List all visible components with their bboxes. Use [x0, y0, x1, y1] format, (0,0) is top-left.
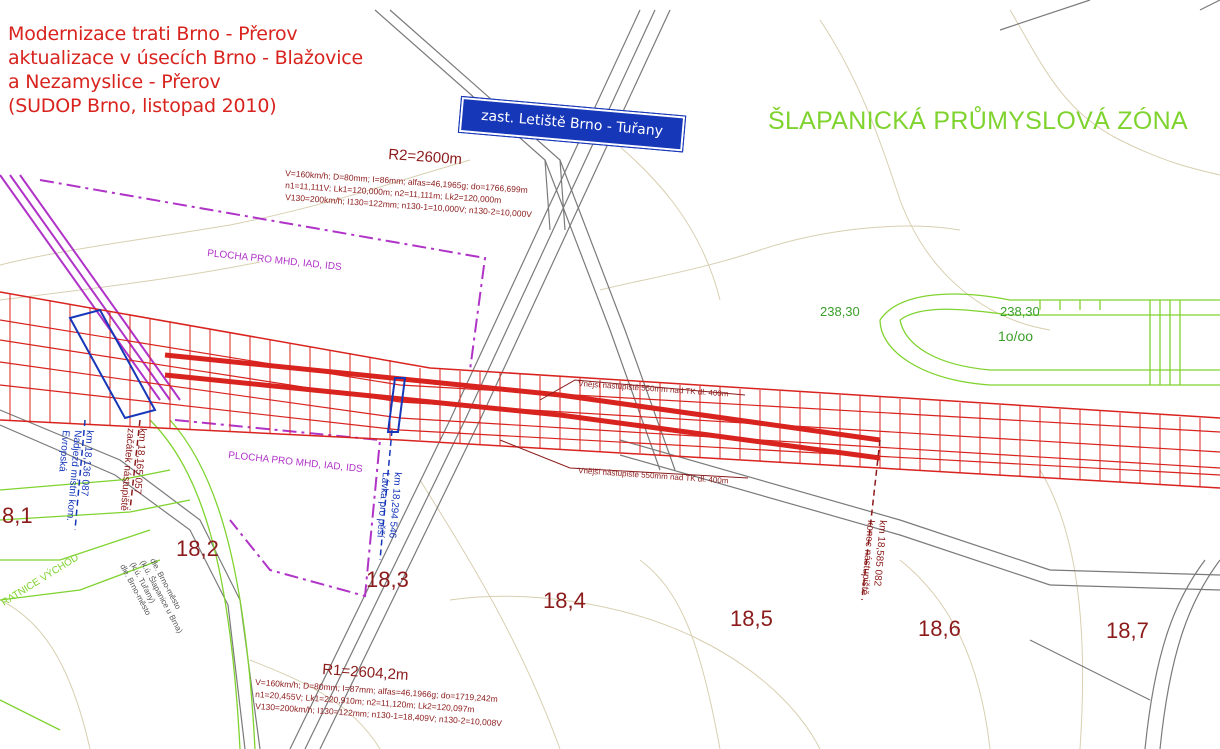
- area-lower-label: PLOCHA PRO MHD, IAD, IDS: [228, 450, 364, 475]
- title-line-3: a Nezamyslice - Přerov: [8, 71, 221, 93]
- platform-note-lower: Vnější nástupiště 550mm nad TK dl. 400m: [578, 466, 729, 486]
- chainage-18-1: 8,1: [2, 503, 33, 528]
- r1-label: R1=2604,2m: [322, 661, 409, 684]
- zone-label: ŠLAPANICKÁ PRŮMYSLOVÁ ZÓNA: [768, 107, 1188, 135]
- note-leaders: [499, 379, 749, 479]
- grade-label: 1o/oo: [998, 328, 1033, 344]
- km-labels: km 18,136 087 Nadjezd místní kom. Evrops…: [56, 428, 888, 596]
- mhd-area-outlines: [39, 179, 487, 598]
- chainage-18-2: 18,2: [176, 536, 219, 561]
- elevation-labels: 238,30 238,30 1o/oo: [820, 304, 1040, 344]
- green-ramp: [879, 293, 1220, 386]
- chainage-18-4: 18,4: [543, 588, 586, 613]
- chainage-18-6: 18,6: [918, 616, 961, 641]
- title-line-2: aktualizace v úsecích Brno - Blažovice: [8, 47, 364, 69]
- chainage-18-3: 18,3: [366, 567, 409, 592]
- chainage-labels: 8,1 18,2 18,3 18,4 18,5 18,6 18,7: [2, 503, 1149, 643]
- map-title: Modernizace trati Brno - Přerov aktualiz…: [8, 22, 363, 118]
- road-name: RATNICE VÝCHOD: [0, 551, 81, 609]
- elevation-2: 238,30: [1000, 304, 1040, 319]
- km-leaders: [74, 419, 881, 601]
- left-road-labels: RATNICE VÝCHOD dle. Brno-město (k.ú. Šla…: [0, 551, 185, 636]
- title-line-4: (SUDOP Brno, listopad 2010): [8, 95, 277, 117]
- title-line-1: Modernizace trati Brno - Přerov: [8, 23, 298, 45]
- curve-r2: R2=2600m V=160km/h; D=80mm; I=86mm; alfa…: [285, 146, 533, 219]
- track-ties: [9, 293, 1201, 487]
- area-upper-label: PLOCHA PRO MHD, IAD, IDS: [207, 248, 343, 273]
- chainage-18-7: 18,7: [1106, 618, 1149, 643]
- km-18136-desc2: Evropská: [56, 430, 71, 473]
- r2-label: R2=2600m: [388, 146, 463, 168]
- chainage-18-5: 18,5: [730, 606, 773, 631]
- elevation-1: 238,30: [820, 304, 860, 319]
- km-18165-desc1: začátek nástupiště: [118, 428, 136, 512]
- curve-r1: R1=2604,2m V=160km/h; D=80mm; I=87mm; al…: [255, 661, 503, 728]
- green-road-left: [0, 419, 256, 749]
- bridges: [68, 308, 407, 433]
